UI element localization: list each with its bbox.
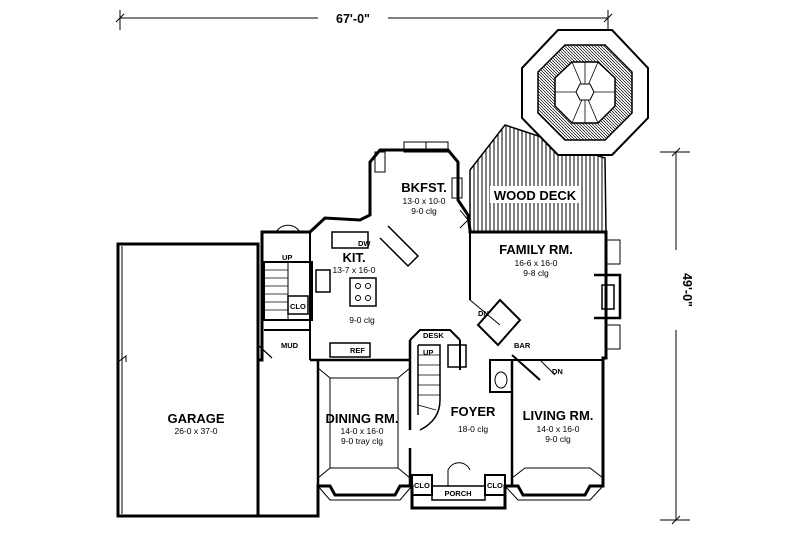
dining-room-name: DINING RM. xyxy=(326,411,399,426)
foyer-ceiling: 18-0 clg xyxy=(458,424,489,434)
family-room-ceiling: 9-8 clg xyxy=(523,268,549,278)
family-room-size: 16-6 x 16-0 xyxy=(515,258,558,268)
mud-room-label: MUD xyxy=(281,341,299,350)
dining-room-size: 14-0 x 16-0 xyxy=(341,426,384,436)
bkfst-size: 13-0 x 10-0 xyxy=(403,196,446,206)
kitchen-size: 13-7 x 16-0 xyxy=(333,265,376,275)
bkfst-name: BKFST. xyxy=(401,180,447,195)
porch-name: PORCH xyxy=(444,489,471,498)
family-dn-label: DN xyxy=(478,309,489,318)
living-room-ceiling: 9-0 clg xyxy=(545,434,571,444)
overall-width-dimension: 67'-0" xyxy=(115,10,613,30)
foyer-name: FOYER xyxy=(451,404,496,419)
porch-closet-left-label: CLO xyxy=(414,481,430,490)
room-labels: BKFST. 13-0 x 10-0 9-0 clg WOOD DECK FAM… xyxy=(167,180,593,498)
kitchen-ceiling: 9-0 clg xyxy=(349,315,375,325)
dishwasher-label: DW xyxy=(358,239,371,248)
house-outline xyxy=(256,148,608,518)
overall-depth-dimension: 49'-0" xyxy=(660,147,694,525)
bar-label: BAR xyxy=(514,341,531,350)
kitchen-name: KIT. xyxy=(342,250,365,265)
living-room-size: 14-0 x 16-0 xyxy=(537,424,580,434)
garage-size: 26-0 x 37-0 xyxy=(175,426,218,436)
living-room-name: LIVING RM. xyxy=(523,408,594,423)
wood-deck-name: WOOD DECK xyxy=(494,188,577,203)
dining-room-ceiling: 9-0 tray clg xyxy=(341,436,383,446)
overall-width-label: 67'-0" xyxy=(336,12,370,26)
family-room-name: FAMILY RM. xyxy=(499,242,573,257)
desk-label: DESK xyxy=(423,331,444,340)
garage-room xyxy=(116,242,260,518)
bkfst-ceiling: 9-0 clg xyxy=(411,206,437,216)
stair-up-label: UP xyxy=(282,253,292,262)
octagon-gazebo xyxy=(521,29,649,156)
living-dn-label: DN xyxy=(552,367,563,376)
foyer-stair-up-label: UP xyxy=(423,348,433,357)
interior-walls xyxy=(257,141,622,501)
overall-depth-label: 49'-0" xyxy=(680,273,694,307)
garage-name: GARAGE xyxy=(167,411,224,426)
porch-closet-right-label: CLO xyxy=(487,481,503,490)
closet-label: CLO xyxy=(290,302,306,311)
refrigerator-label: REF xyxy=(350,346,365,355)
